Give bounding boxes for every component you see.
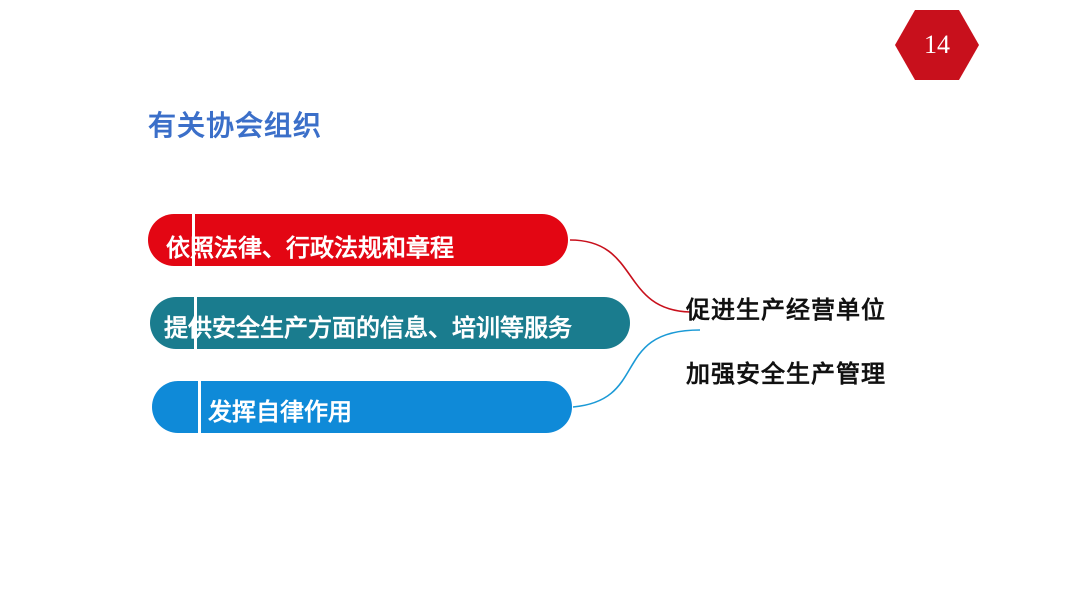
hexagon-shape [895,10,979,80]
connector-red [569,239,691,313]
item-pill-services: 提供安全生产方面的信息、培训等服务 [150,297,630,349]
pill-divider [194,297,197,349]
item-label: 发挥自律作用 [208,398,352,426]
result-label-promote: 促进生产经营单位 [686,296,886,324]
item-pill-self-discipline: 发挥自律作用 [152,381,572,433]
item-label: 依照法律、行政法规和章程 [166,234,454,262]
result-label-strengthen: 加强安全生产管理 [686,360,886,388]
pill-divider [192,214,195,266]
connector-blue [572,329,701,408]
pill-divider [198,381,201,433]
item-pill-legal: 依照法律、行政法规和章程 [148,214,568,266]
page-number-badge: 14 [895,10,979,80]
page-number: 14 [924,30,950,59]
page-title: 有关协会组织 [148,109,323,142]
item-label: 提供安全生产方面的信息、培训等服务 [164,314,572,342]
